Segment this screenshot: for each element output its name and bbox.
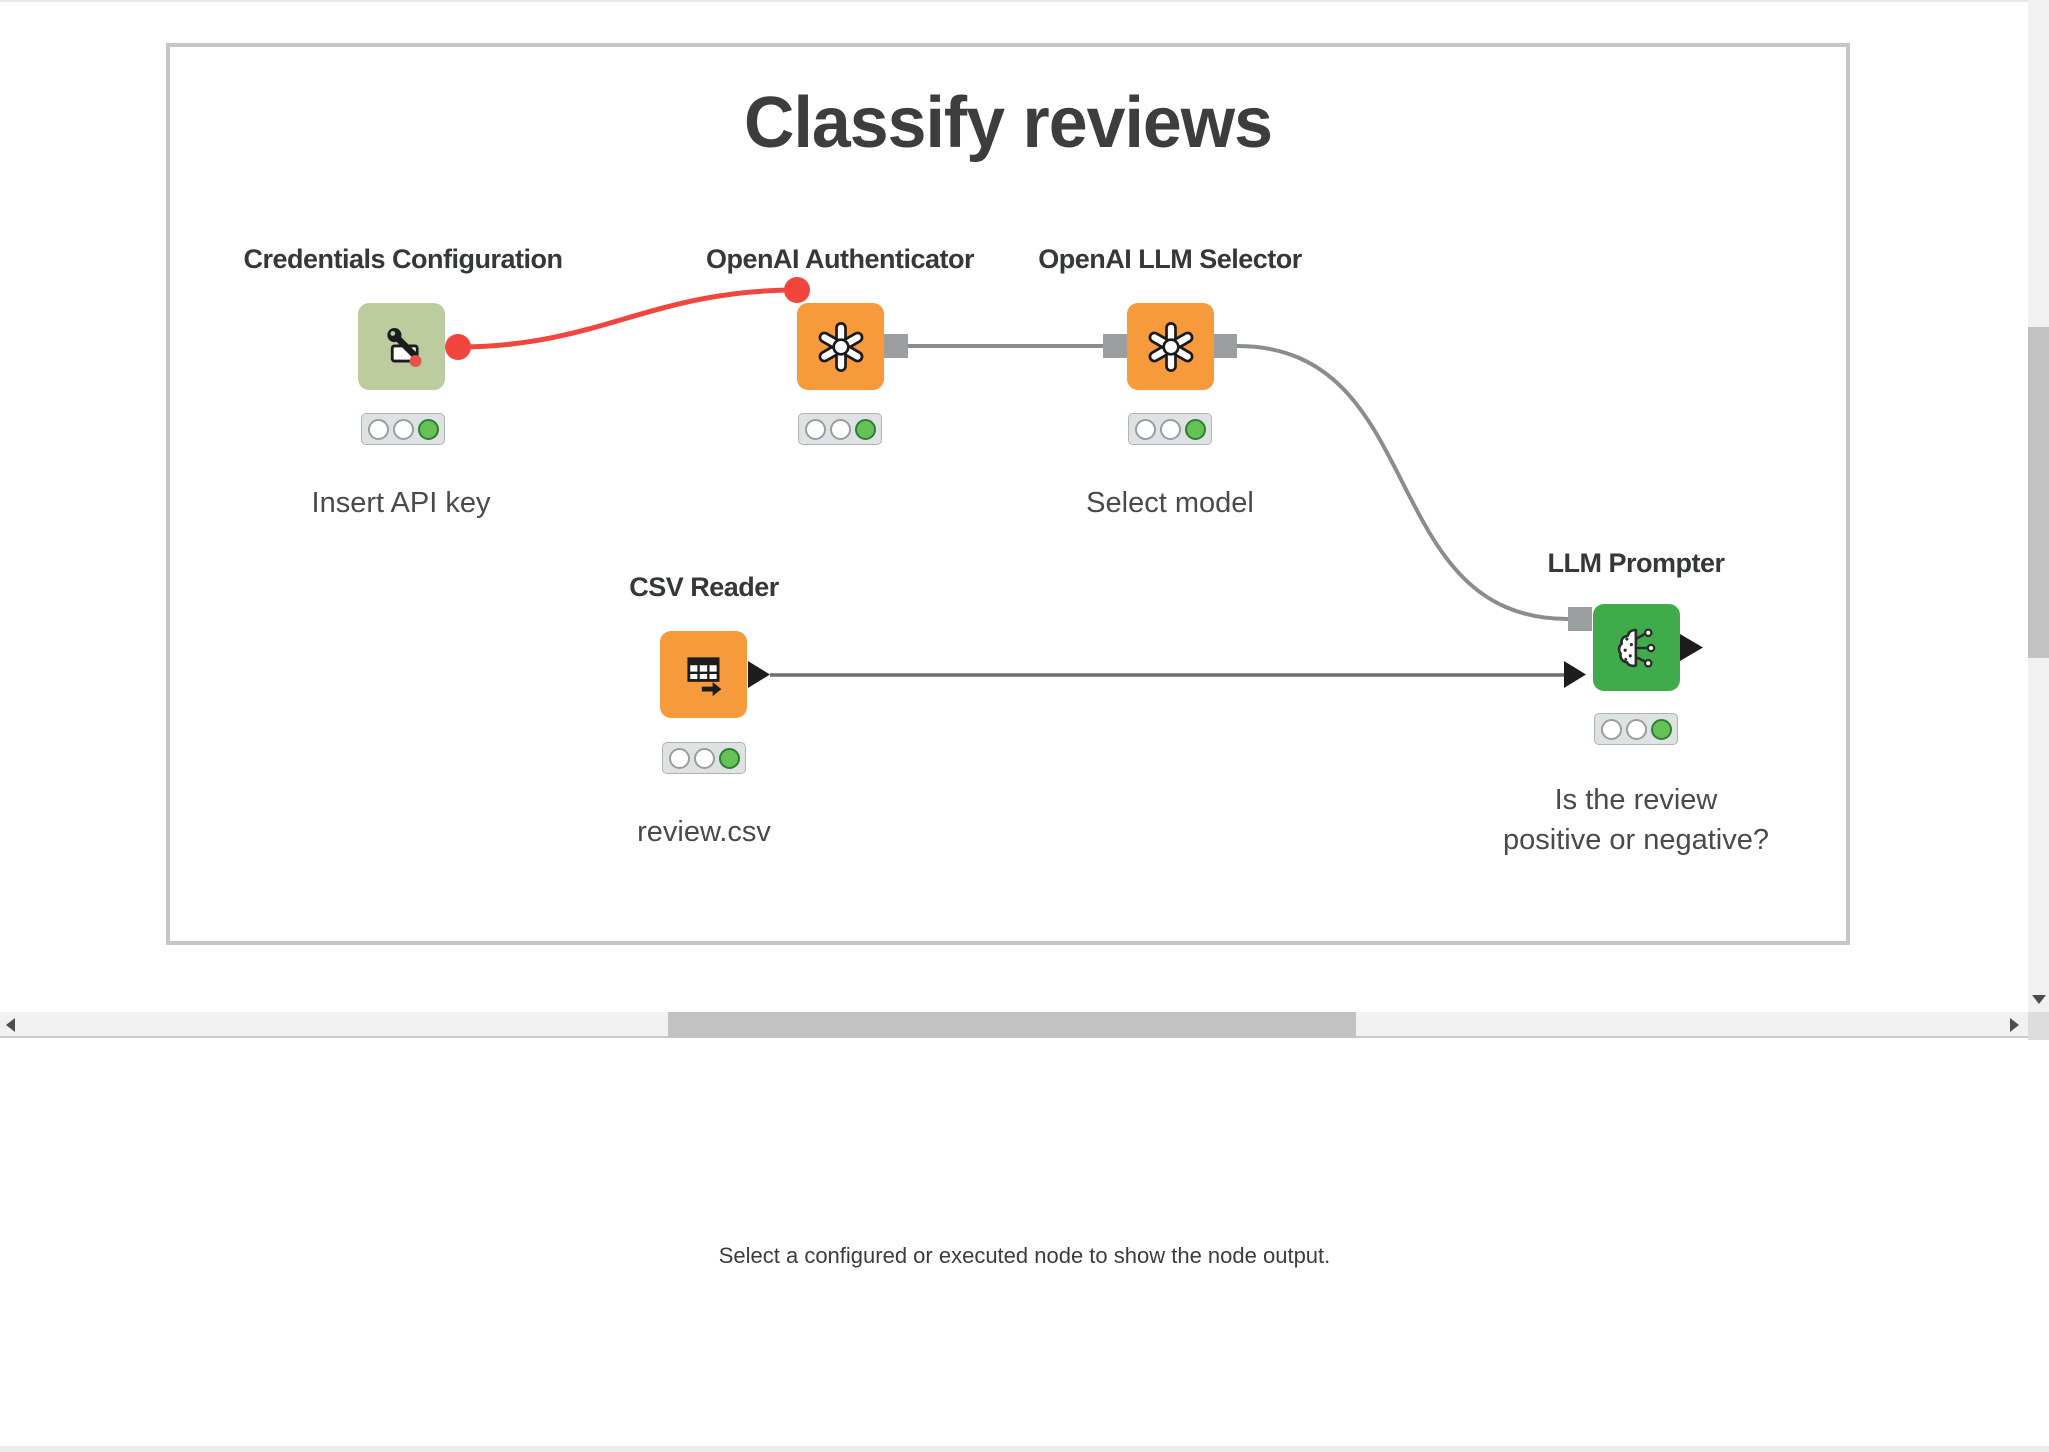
node-output-placeholder-message: Select a configured or executed node to … xyxy=(718,1243,1331,1268)
port-authenticator-output xyxy=(884,334,908,358)
port-selector-input xyxy=(1103,334,1127,358)
annotation-llm-prompter: Is the review positive or negative? xyxy=(1503,784,1769,856)
scroll-left-arrow-icon[interactable] xyxy=(6,1018,15,1032)
table-arrow-icon xyxy=(686,656,721,696)
status-dot-yellow xyxy=(829,418,851,440)
vertical-scrollbar-thumb[interactable] xyxy=(2028,327,2049,658)
node-credentials-configuration[interactable] xyxy=(358,303,445,390)
node-label-openai-authenticator: OpenAI Authenticator xyxy=(705,244,975,274)
status-dot-red xyxy=(1600,718,1622,740)
port-csvreader-output xyxy=(748,661,770,688)
status-dot-yellow xyxy=(1625,718,1647,740)
port-authenticator-flowvar-input-dot xyxy=(784,277,810,303)
node-label-credentials-configuration: Credentials Configuration xyxy=(243,244,563,274)
status-dot-green xyxy=(1184,418,1206,440)
node-llm-prompter[interactable] xyxy=(1593,604,1680,691)
status-dot-yellow xyxy=(1159,418,1181,440)
port-selector-output xyxy=(1213,334,1237,358)
workflow-canvas[interactable] xyxy=(166,43,1850,945)
status-openai-authenticator xyxy=(798,413,882,445)
status-dot-red xyxy=(804,418,826,440)
port-prompter-output xyxy=(1680,634,1703,661)
status-dot-green xyxy=(1650,718,1672,740)
status-csv-reader xyxy=(662,742,746,774)
status-credentials-configuration xyxy=(361,413,445,445)
scroll-right-arrow-icon[interactable] xyxy=(2010,1018,2019,1032)
horizontal-scrollbar-thumb[interactable] xyxy=(668,1012,1356,1038)
node-openai-llm-selector[interactable] xyxy=(1127,303,1214,390)
node-csv-reader[interactable] xyxy=(660,631,747,718)
status-dot-red xyxy=(668,747,690,769)
openai-icon xyxy=(1148,321,1193,372)
scroll-down-arrow-icon[interactable] xyxy=(2032,995,2046,1004)
workflow-title: Classify reviews xyxy=(743,83,1273,163)
openai-icon xyxy=(818,321,863,372)
node-label-llm-prompter: LLM Prompter xyxy=(1547,548,1725,578)
port-prompter-data-input xyxy=(1564,661,1586,688)
node-openai-authenticator[interactable] xyxy=(797,303,884,390)
status-dot-yellow xyxy=(693,747,715,769)
annotation-csv-reader: review.csv xyxy=(637,816,771,848)
bottom-border-strip xyxy=(0,1446,2049,1452)
annotation-credentials-configuration: Insert API key xyxy=(311,487,491,519)
status-openai-llm-selector xyxy=(1128,413,1212,445)
key-icon xyxy=(386,327,421,367)
port-credentials-output-dot xyxy=(445,334,471,360)
connection-selector-to-prompter xyxy=(1236,344,1569,621)
status-dot-yellow xyxy=(392,418,414,440)
top-border-line xyxy=(0,0,2049,2)
node-label-csv-reader: CSV Reader xyxy=(629,572,779,602)
node-label-openai-llm-selector: OpenAI LLM Selector xyxy=(1038,244,1302,274)
status-dot-green xyxy=(718,747,740,769)
scrollbar-corner xyxy=(2028,1012,2049,1040)
connection-credentials-to-authenticator xyxy=(457,287,798,350)
status-dot-green xyxy=(417,418,439,440)
status-dot-green xyxy=(854,418,876,440)
status-dot-red xyxy=(1134,418,1156,440)
annotation-openai-llm-selector: Select model xyxy=(1086,487,1254,519)
port-prompter-llm-input xyxy=(1568,607,1592,631)
status-llm-prompter xyxy=(1594,713,1678,745)
status-dot-red xyxy=(367,418,389,440)
brain-circuit-icon xyxy=(1617,628,1655,667)
